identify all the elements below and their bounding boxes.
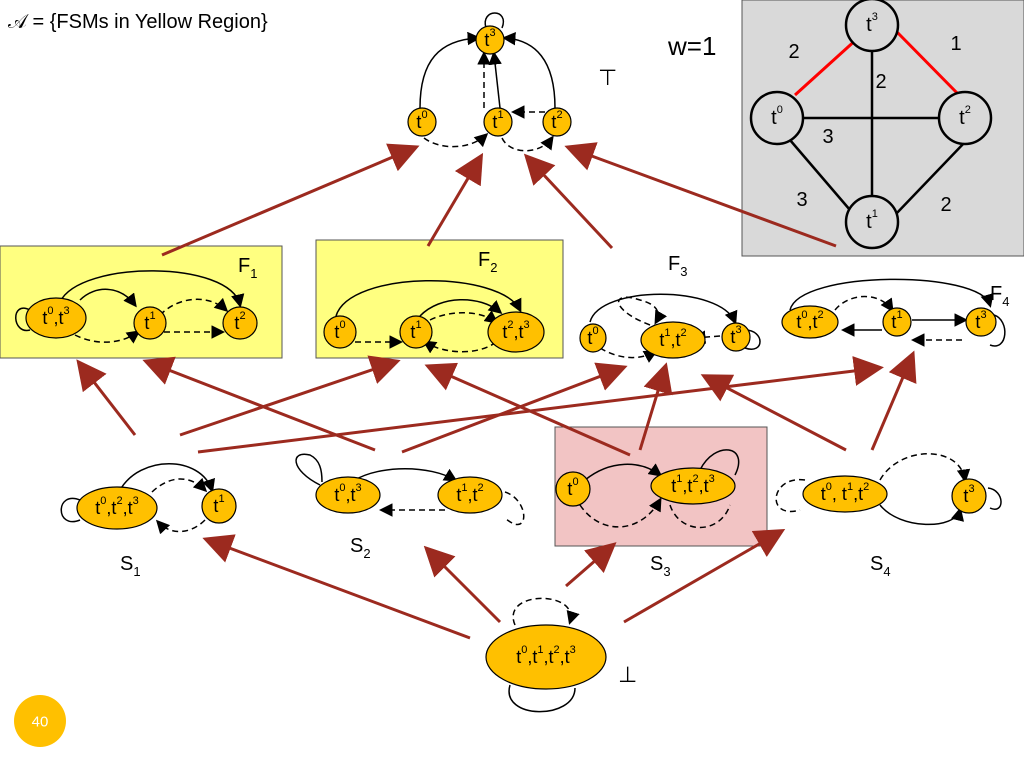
label-F3: F3 <box>668 253 687 279</box>
label-F1: F1 <box>238 255 257 281</box>
svg-text:t0,t1,t2,t3: t0,t1,t2,t3 <box>516 644 576 667</box>
svg-text:t1: t1 <box>492 109 503 132</box>
svg-text:2: 2 <box>788 41 799 63</box>
label-S4: S4 <box>870 553 891 579</box>
svg-text:t0,t2,t3: t0,t2,t3 <box>95 495 138 518</box>
label-S2: S2 <box>350 535 371 561</box>
label-S3: S3 <box>650 553 671 579</box>
graph-node-t0 <box>749 90 805 146</box>
fsm-F1: t0,t3 t1 t2 <box>15 270 258 344</box>
svg-text:t1,t2,t3: t1,t2,t3 <box>671 473 714 496</box>
svg-text:t1: t1 <box>144 310 155 333</box>
fsm-S1: t0,t2,t3 t1 <box>60 463 237 535</box>
fsm-F3: t0 t1,t2 t3 <box>579 293 761 363</box>
svg-text:t3: t3 <box>730 324 741 347</box>
page-number: 40 <box>32 714 49 731</box>
svg-text:t3: t3 <box>963 483 974 506</box>
svg-text:t1: t1 <box>213 493 224 516</box>
svg-text:2: 2 <box>940 194 951 216</box>
svg-text:t0: t0 <box>587 325 598 348</box>
fsm-F4: t0,t2 t1 t3 <box>781 278 1006 347</box>
lattice-arrows <box>76 142 917 640</box>
graph-node-t1 <box>844 194 900 250</box>
fsm-F2: t0 t1 t2,t3 <box>323 280 545 354</box>
top-fsm: t3 t0 t1 t2 <box>407 12 572 152</box>
label-F4: F4 <box>990 283 1009 309</box>
label-F2: F2 <box>478 249 497 275</box>
bottom-symbol: ⊥ <box>618 663 637 688</box>
svg-text:3: 3 <box>796 189 807 211</box>
svg-text:t0: t0 <box>416 109 427 132</box>
svg-text:3: 3 <box>822 126 833 148</box>
fsm-S3: t0 t1,t2,t3 <box>555 449 740 529</box>
label-S1: S1 <box>120 553 141 579</box>
fsm-S4: t0, t1,t2 t3 <box>775 453 1002 526</box>
top-symbol: ⊤ <box>598 66 617 91</box>
svg-text:t3: t3 <box>484 27 495 50</box>
svg-text:1: 1 <box>950 33 961 55</box>
title-text: 𝒜 = {FSMs in Yellow Region} <box>8 11 268 33</box>
weighted-graph: t3 t0 t2 t1 2 1 2 3 3 2 <box>749 0 993 250</box>
svg-text:t0: t0 <box>334 319 345 342</box>
svg-text:t0, t1,t2: t0, t1,t2 <box>821 481 869 504</box>
svg-text:t2: t2 <box>551 109 562 132</box>
weight-label: w=1 <box>667 31 716 61</box>
svg-text:t0: t0 <box>567 476 578 499</box>
graph-node-t2 <box>937 90 993 146</box>
fsm-S2: t0,t3 t1,t2 <box>295 453 525 526</box>
svg-text:2: 2 <box>875 71 886 93</box>
svg-text:t1: t1 <box>410 319 421 342</box>
svg-text:t2: t2 <box>234 310 245 333</box>
svg-text:t3: t3 <box>975 309 986 332</box>
graph-node-t3 <box>844 0 900 53</box>
svg-text:t1: t1 <box>891 309 902 332</box>
bottom-fsm: t0,t1,t2,t3 <box>485 597 607 713</box>
page-number-badge <box>14 695 66 747</box>
